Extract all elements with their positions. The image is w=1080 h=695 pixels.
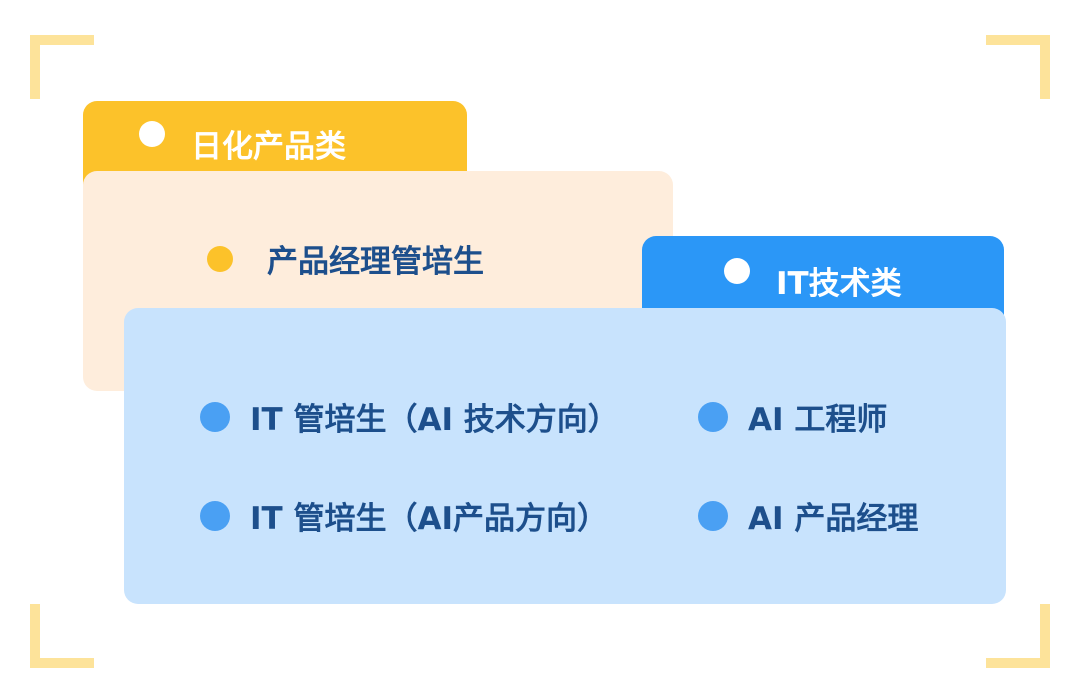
list-item: IT 管培生（AI产品方向） bbox=[200, 493, 608, 538]
list-item: AI 工程师 bbox=[698, 394, 887, 439]
bullet-dot-icon bbox=[207, 245, 233, 272]
bullet-dot-icon bbox=[139, 121, 165, 147]
corner-bracket-top-left bbox=[30, 35, 94, 99]
list-item-label: 产品经理管培生 bbox=[267, 244, 484, 280]
bullet-dot-icon bbox=[200, 401, 230, 432]
list-item-label: AI 产品经理 bbox=[748, 501, 919, 537]
corner-bracket-bottom-left bbox=[30, 604, 94, 668]
list-item: 产品经理管培生 bbox=[207, 236, 484, 281]
list-item-label: IT 管培生（AI产品方向） bbox=[250, 501, 608, 537]
bullet-dot-icon bbox=[724, 258, 750, 284]
bullet-dot-icon bbox=[698, 500, 728, 531]
list-item-label: IT 管培生（AI 技术方向） bbox=[250, 402, 619, 438]
category-label: 日化产品类 bbox=[191, 129, 346, 165]
bullet-dot-icon bbox=[698, 401, 728, 432]
list-item: AI 产品经理 bbox=[698, 493, 918, 538]
corner-bracket-bottom-right bbox=[986, 604, 1050, 668]
list-item: IT 管培生（AI 技术方向） bbox=[200, 394, 619, 439]
category-label: IT技术类 bbox=[776, 266, 902, 302]
category-panel-it: IT 管培生（AI 技术方向） AI 工程师 IT 管培生（AI产品方向） AI… bbox=[124, 308, 1006, 604]
list-item-label: AI 工程师 bbox=[748, 402, 888, 438]
corner-bracket-top-right bbox=[986, 35, 1050, 99]
bullet-dot-icon bbox=[200, 500, 230, 531]
